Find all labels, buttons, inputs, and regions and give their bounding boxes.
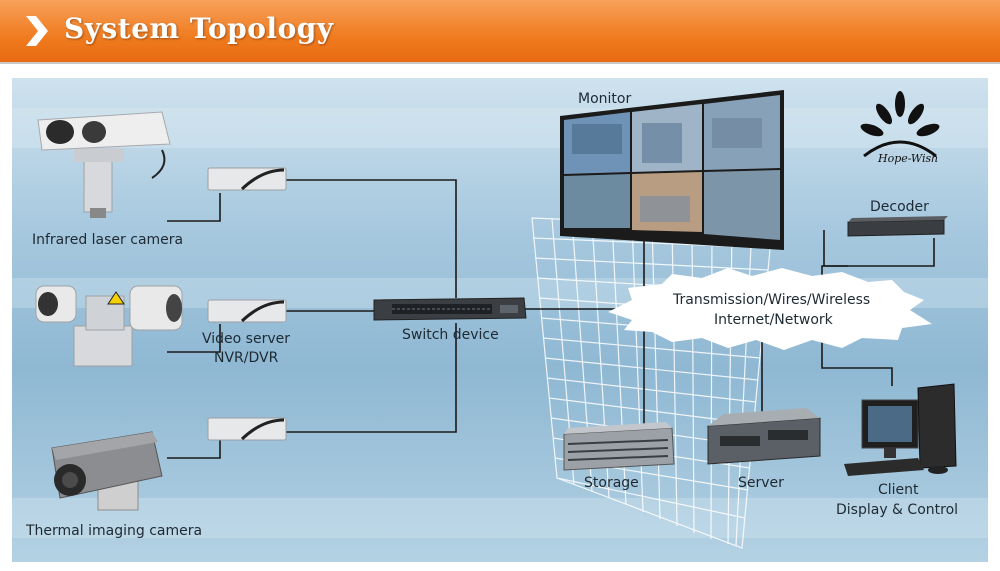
switch-device bbox=[374, 298, 526, 320]
label-network-line2: Internet/Network bbox=[714, 311, 833, 329]
video-server-bottom bbox=[208, 418, 286, 440]
label-video-server: Video server bbox=[202, 330, 290, 348]
label-decoder: Decoder bbox=[870, 198, 929, 216]
storage-device bbox=[564, 422, 674, 470]
label-nvr-dvr: NVR/DVR bbox=[214, 349, 278, 367]
label-thermal-imaging-camera: Thermal imaging camera bbox=[26, 522, 202, 540]
diagram-canvas: Hope-Wish bbox=[12, 78, 988, 562]
client-pc bbox=[844, 384, 956, 476]
logo-text: Hope-Wish bbox=[877, 152, 938, 165]
ptz-laser-camera bbox=[36, 286, 182, 366]
label-infrared-laser-camera: Infrared laser camera bbox=[32, 231, 183, 249]
label-monitor: Monitor bbox=[578, 90, 631, 108]
server-device bbox=[708, 408, 820, 464]
chevron-right-icon bbox=[22, 14, 50, 48]
monitor-wall bbox=[560, 90, 784, 250]
page-title: System Topology bbox=[64, 12, 334, 45]
video-server-middle bbox=[208, 300, 286, 322]
label-client: Client bbox=[878, 481, 919, 499]
label-display-control: Display & Control bbox=[836, 501, 958, 519]
infrared-laser-camera bbox=[38, 112, 170, 218]
label-storage: Storage bbox=[584, 474, 639, 492]
label-network-line1: Transmission/Wires/Wireless bbox=[673, 291, 870, 309]
page-header: System Topology bbox=[0, 0, 1000, 64]
topology-diagram: Hope-Wish bbox=[12, 78, 988, 562]
label-switch-device: Switch device bbox=[402, 326, 499, 344]
label-server: Server bbox=[738, 474, 784, 492]
decoder-device bbox=[848, 216, 948, 236]
video-server-top bbox=[208, 168, 286, 190]
